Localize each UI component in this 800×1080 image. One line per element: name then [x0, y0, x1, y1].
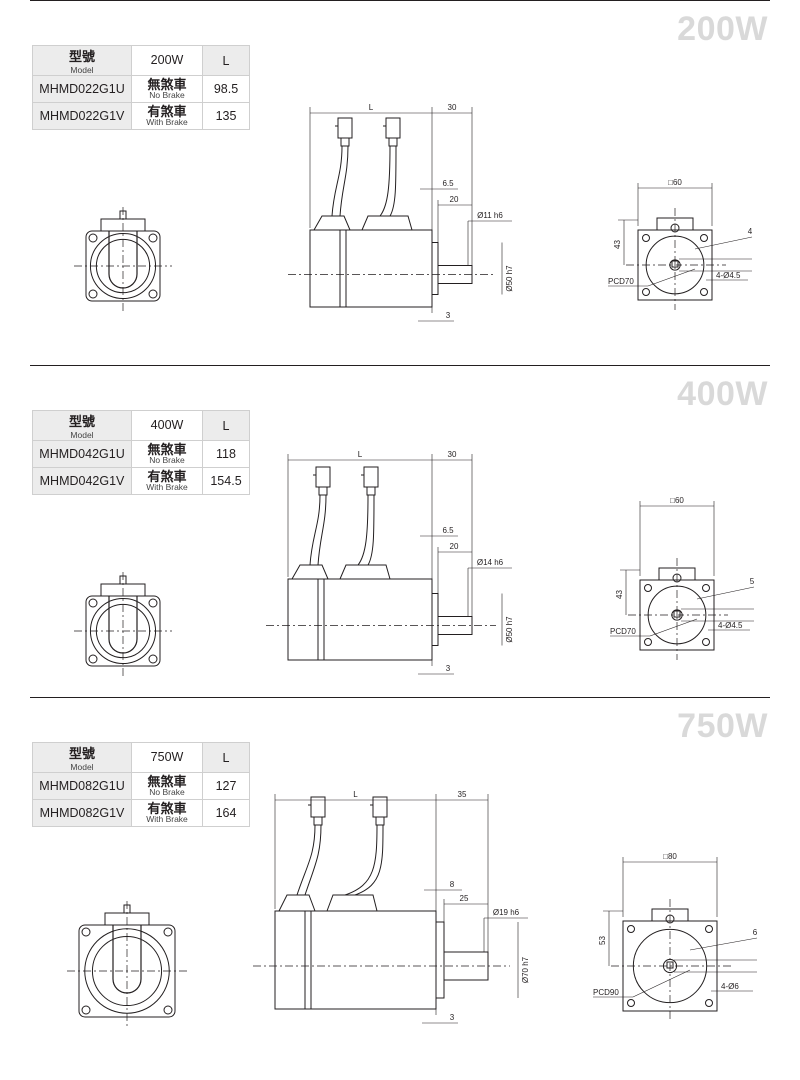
header-length: L: [202, 742, 250, 773]
front-view: [626, 208, 726, 310]
header-power: 750W: [131, 742, 203, 773]
header-length: L: [202, 45, 250, 76]
front-view: [611, 899, 731, 1021]
dim-gap: 3: [446, 311, 451, 320]
model-code: MHMD082G1U: [32, 772, 132, 800]
power-rating-label: 750W: [677, 707, 768, 745]
dim-key-width: 4: [748, 227, 753, 236]
dim-mount-holes: 4-Ø4.5: [718, 621, 743, 630]
dim-shaft-diameter: Ø11 h6: [477, 211, 503, 220]
power-rating-label: 200W: [677, 10, 768, 48]
dim-L: L: [358, 450, 363, 459]
dim-pilot-diameter: Ø70 h7: [521, 956, 530, 983]
front-dimensions: [608, 183, 753, 287]
section-divider: [30, 697, 770, 698]
front-dimensions: [593, 857, 758, 998]
length-value: 154.5: [202, 467, 250, 495]
length-value: 135: [202, 102, 250, 130]
side-dimensions: [309, 107, 512, 322]
dim-height: 53: [598, 936, 607, 945]
dim-front-length: 30: [448, 103, 457, 112]
dim-shaft-length: 20: [450, 542, 459, 551]
dim-mount-holes: 4-Ø6: [721, 982, 739, 991]
dim-key-width: 5: [750, 577, 755, 586]
header-power: 400W: [131, 410, 203, 441]
model-code: MHMD022G1V: [32, 102, 132, 130]
dim-front-length: 35: [458, 790, 467, 799]
model-code: MHMD042G1V: [32, 467, 132, 495]
dim-shaft-diameter: Ø19 h6: [493, 908, 520, 917]
side-dimensions: [287, 454, 512, 675]
power-rating-label: 400W: [677, 375, 768, 413]
dim-square: □60: [670, 496, 684, 505]
dim-key-width: 6: [753, 928, 758, 937]
dim-L: L: [353, 790, 358, 799]
rear-view: [67, 901, 187, 1029]
dim-L: L: [369, 103, 374, 112]
side-view: [253, 796, 510, 1010]
length-value: 98.5: [202, 75, 250, 103]
rear-view: [74, 572, 172, 678]
dim-pilot-diameter: Ø50 h7: [505, 265, 514, 292]
side-view: [266, 466, 496, 661]
section-divider: [30, 365, 770, 366]
dim-pcd: PCD70: [608, 277, 634, 286]
dim-flange: 6.5: [442, 526, 454, 535]
front-view: [628, 558, 728, 660]
side-view: [288, 117, 496, 308]
model-code: MHMD042G1U: [32, 440, 132, 468]
length-value: 164: [202, 799, 250, 827]
dim-pcd: PCD90: [593, 988, 619, 997]
dim-shaft-length: 20: [450, 195, 459, 204]
length-value: 118: [202, 440, 250, 468]
dim-flange: 6.5: [442, 179, 454, 188]
dim-shaft-diameter: Ø14 h6: [477, 558, 504, 567]
front-dimensions: [610, 501, 755, 637]
model-code: MHMD082G1V: [32, 799, 132, 827]
dim-shaft-length: 25: [460, 894, 469, 903]
side-dimensions: [274, 794, 528, 1024]
dim-square: □80: [663, 852, 677, 861]
dim-flange: 8: [450, 880, 455, 889]
dim-height: 43: [613, 240, 622, 249]
section-divider: [30, 0, 770, 1]
dim-gap: 3: [446, 664, 451, 673]
dim-gap: 3: [450, 1013, 455, 1022]
model-code: MHMD022G1U: [32, 75, 132, 103]
dim-front-length: 30: [448, 450, 457, 459]
dim-mount-holes: 4-Ø4.5: [716, 271, 741, 280]
dim-pilot-diameter: Ø50 h7: [505, 616, 514, 643]
rear-view: [74, 207, 172, 313]
dim-pcd: PCD70: [610, 627, 636, 636]
dim-height: 43: [615, 590, 624, 599]
dim-square: □60: [668, 178, 682, 187]
